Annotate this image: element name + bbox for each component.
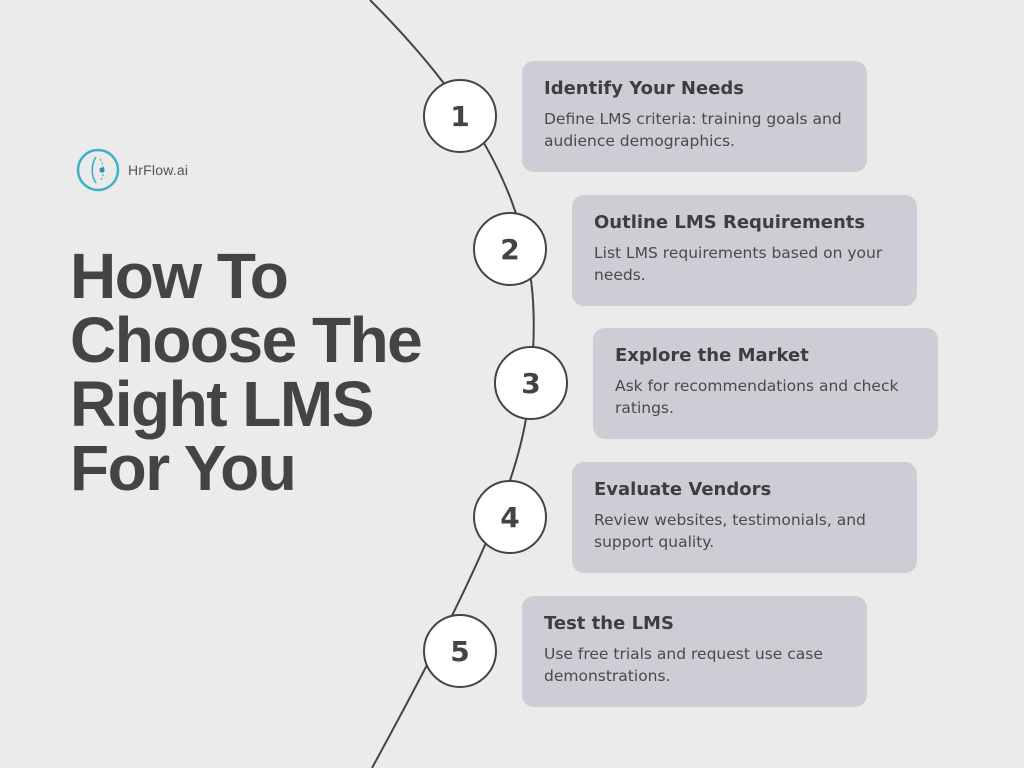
step-1-card: Identify Your Needs Define LMS criteria:… (522, 61, 867, 172)
step-3-description: Ask for recommendations and check rating… (615, 377, 899, 417)
title-line-2: Choose The (70, 304, 423, 376)
page-title: How To Choose The Right LMS For You (70, 244, 450, 500)
step-2-title: Outline LMS Requirements (594, 212, 866, 233)
title-line-3: Right LMS (70, 368, 374, 440)
step-3-title: Explore the Market (615, 345, 809, 366)
step-2-description: List LMS requirements based on your need… (594, 244, 883, 284)
hrflow-logo-icon (76, 148, 120, 192)
brand-name: HrFlow.ai (128, 162, 189, 178)
step-3-card: Explore the Market Ask for recommendatio… (593, 328, 938, 439)
step-1-description: Define LMS criteria: training goals and … (544, 110, 842, 150)
step-4-description: Review websites, testimonials, and suppo… (594, 511, 866, 551)
step-1-title: Identify Your Needs (544, 78, 744, 99)
step-4-title: Evaluate Vendors (594, 479, 772, 500)
step-2-number: 2 (473, 212, 547, 286)
step-4-number: 4 (473, 480, 547, 554)
step-5-description: Use free trials and request use case dem… (544, 645, 823, 685)
title-line-4: For You (70, 432, 297, 504)
step-1-number: 1 (423, 79, 497, 153)
step-5-title: Test the LMS (544, 613, 674, 634)
step-3-number: 3 (494, 346, 568, 420)
step-5-card: Test the LMS Use free trials and request… (522, 596, 867, 707)
step-2-card: Outline LMS Requirements List LMS requir… (572, 195, 917, 306)
step-5-number: 5 (423, 614, 497, 688)
title-line-1: How To (70, 240, 289, 312)
step-4-card: Evaluate Vendors Review websites, testim… (572, 462, 917, 573)
brand-logo: HrFlow.ai (76, 148, 188, 192)
